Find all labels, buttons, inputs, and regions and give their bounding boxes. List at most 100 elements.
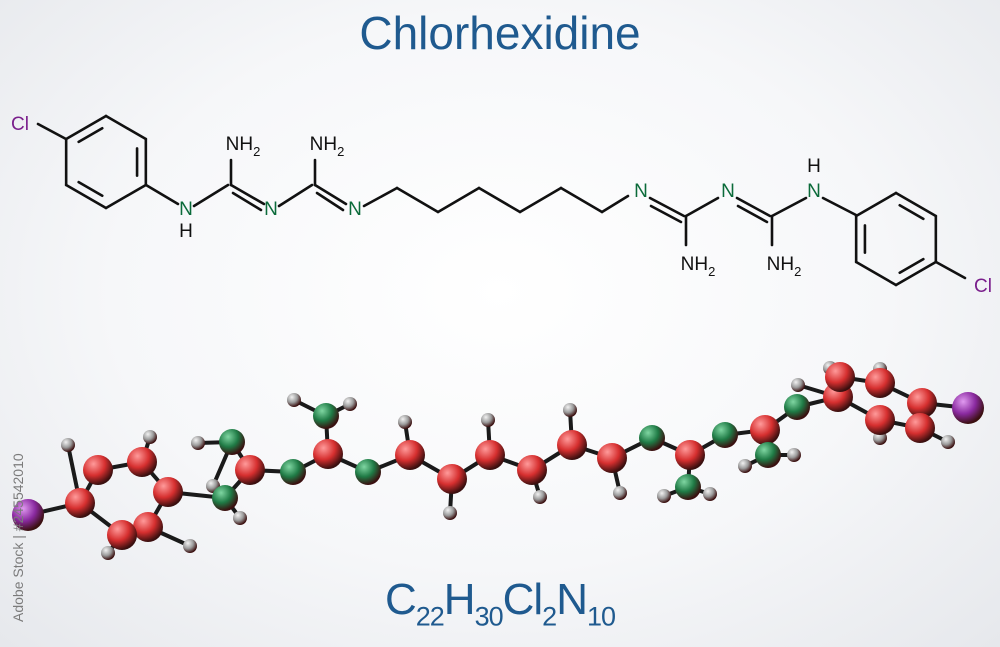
left-chlorine-label: Cl (11, 114, 29, 135)
carbon-atom (907, 388, 937, 418)
bond-line (735, 196, 772, 218)
carbon-atom (865, 405, 895, 435)
chain-bond (559, 186, 604, 214)
chain-bond (600, 194, 630, 214)
bond-line (821, 196, 858, 217)
carbon-atom (153, 477, 183, 507)
hydrogen-atom (941, 435, 955, 449)
ring-bond (894, 191, 938, 218)
formula-subscript: 2 (542, 601, 557, 632)
nh2-label: NH2 (767, 254, 802, 279)
carbon-atom (83, 455, 113, 485)
nitrogen-atom (313, 403, 339, 429)
chain-bond (362, 186, 399, 208)
right-benzene-ring (854, 191, 938, 287)
bond-line (192, 183, 230, 208)
hydrogen-atom (791, 378, 805, 392)
bond-line (649, 204, 683, 224)
nh2-label: NH2 (226, 134, 261, 159)
chain-bond (436, 186, 481, 214)
formula-element: H (443, 575, 476, 624)
ring-bond (854, 191, 898, 218)
nitrogen-atom (675, 474, 701, 500)
ring-inner-bond (898, 203, 925, 221)
carbon-atom (905, 413, 935, 443)
chain-bond (395, 186, 440, 214)
n-label: N (721, 181, 735, 202)
carbon-atom (107, 520, 137, 550)
left-benzene-ring (64, 114, 148, 210)
hydrogen-atom (703, 487, 717, 501)
chlorine-atom (952, 392, 984, 424)
formula-element: C (384, 575, 417, 624)
n-label: N (807, 181, 821, 202)
nitrogen-atom (639, 425, 665, 451)
nitrogen-atom (280, 459, 306, 485)
carbon-atom (825, 362, 855, 392)
bond-line (313, 183, 348, 206)
nitrogen-atom (712, 422, 738, 448)
hydrogen-atom (787, 448, 801, 462)
carbon-atom (65, 488, 95, 518)
bond-line (770, 196, 808, 218)
chlorine-atom (12, 499, 44, 531)
n-label: N (179, 199, 193, 220)
ring-bond (894, 260, 938, 287)
carbon-atom (597, 443, 627, 473)
ring-bond (64, 114, 108, 141)
molecular-formula: C22H30Cl2N10 (0, 575, 1000, 632)
hydrogen-atom (287, 393, 301, 407)
bond-line (277, 183, 314, 208)
carbon-atom (517, 455, 547, 485)
n-label: N (348, 199, 362, 220)
n-label: N (634, 181, 648, 202)
ring-inner-bond (77, 180, 104, 198)
hydrogen-atom (657, 489, 671, 503)
bond-line (684, 196, 720, 218)
hydrogen-atom (191, 436, 205, 450)
ring-bond (104, 183, 148, 210)
n-label: N (264, 199, 278, 220)
hydrogen-atom (233, 511, 247, 525)
hydrogen-atom (443, 506, 457, 520)
bond-line (144, 183, 180, 206)
ring-inner-bond (77, 126, 104, 144)
ring-bond (854, 260, 898, 287)
formula-element: Cl (502, 575, 544, 624)
watermark-text: Adobe Stock | #245542010 (10, 453, 26, 622)
atom-balls (12, 361, 984, 560)
carbon-atom (675, 440, 705, 470)
hydrogen-atom (563, 403, 577, 417)
h-label: H (179, 221, 193, 242)
formula-subscript: 22 (415, 601, 445, 632)
ring-bond (64, 183, 108, 210)
cl-bond (934, 260, 967, 280)
carbon-atom (133, 512, 163, 542)
chain-bond (477, 186, 522, 214)
bond-line (229, 183, 266, 206)
page-title: Chlorhexidine (359, 7, 641, 59)
carbon-atom (437, 464, 467, 494)
hydrogen-atom (183, 539, 197, 553)
hydrogen-atom (61, 438, 75, 452)
hydrogen-atom (101, 546, 115, 560)
h-label: H (807, 156, 821, 177)
hydrogen-atom (143, 430, 157, 444)
nitrogen-atom (355, 459, 381, 485)
hydrogen-atom (533, 490, 547, 504)
hydrogen-atom (738, 459, 752, 473)
chain-bond (518, 186, 563, 214)
nh2-label: NH2 (310, 134, 345, 159)
nh2-label: NH2 (681, 254, 716, 279)
cl-bond (36, 122, 68, 141)
formula-element: N (556, 575, 588, 624)
right-chlorine-label: Cl (974, 276, 992, 297)
nitrogen-atom (755, 442, 781, 468)
nitrogen-atom (219, 429, 245, 455)
bond-line (315, 191, 345, 212)
bond-line (231, 191, 263, 212)
hydrogen-atom (481, 413, 495, 427)
